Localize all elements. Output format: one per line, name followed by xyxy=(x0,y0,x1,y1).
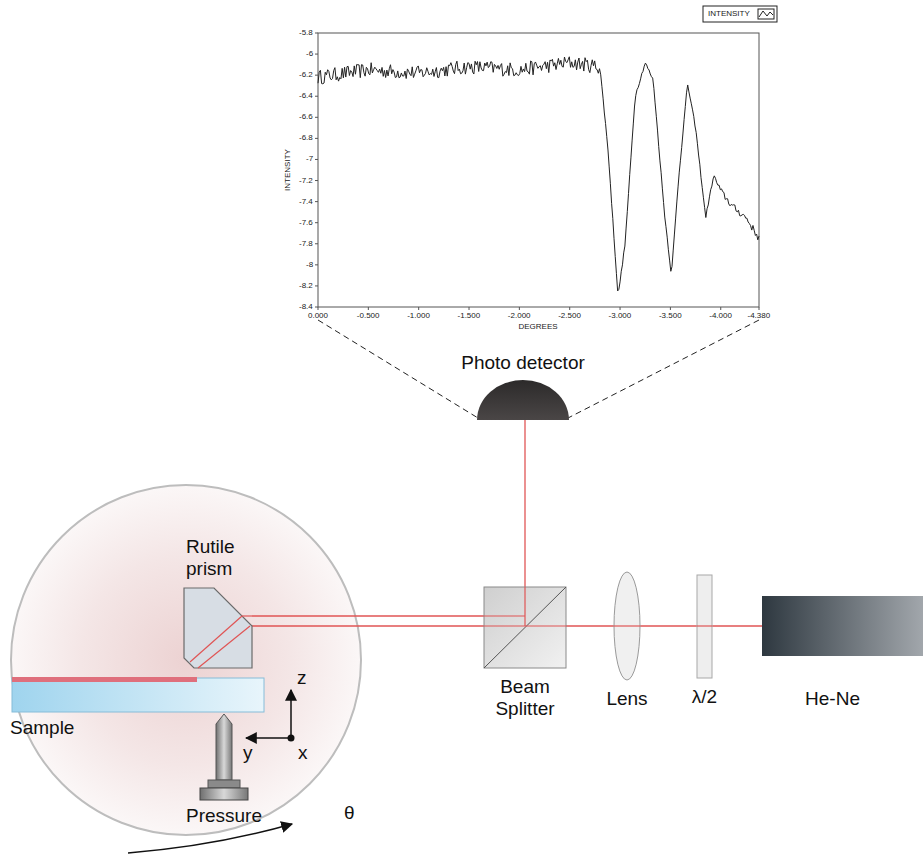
axis-tick-label: -6.8 xyxy=(299,134,313,142)
axis-tick-label: -4.380 xyxy=(748,312,771,320)
half-wave-plate-shape xyxy=(697,575,712,678)
legend-text: INTENSITY xyxy=(708,10,750,18)
axis-tick-label: -7.2 xyxy=(299,177,313,185)
axis-tick-label: -7 xyxy=(306,155,313,163)
axis-tick-label: -7.8 xyxy=(299,240,313,248)
sample-slab: Sample xyxy=(12,678,264,712)
axis-tick-label: -2.500 xyxy=(558,312,581,320)
lens: Lens xyxy=(614,572,640,680)
legend-box xyxy=(703,6,777,22)
axis-tick-label: -6.4 xyxy=(299,92,313,100)
axis-tick-label: -7.6 xyxy=(299,219,313,227)
axis-tick-label: -8.2 xyxy=(299,282,313,290)
laser-beam xyxy=(640,625,697,626)
axis-tick-label: -6.6 xyxy=(299,113,313,121)
axis-tick-label: -8 xyxy=(306,261,313,269)
axis-tick-label: -1.000 xyxy=(407,312,430,320)
axis-tick-label: -8.4 xyxy=(299,303,313,311)
tick-mark xyxy=(315,264,318,265)
axis-label: z xyxy=(297,668,307,687)
laser-beam xyxy=(566,625,614,626)
tick-mark xyxy=(469,307,470,310)
component-label: λ/2 xyxy=(692,686,717,708)
tick-mark xyxy=(569,307,570,310)
axis-tick-label: -6.2 xyxy=(299,71,313,79)
laser-shape xyxy=(762,596,923,656)
axis-tick-label: -3.000 xyxy=(609,312,632,320)
tick-mark xyxy=(318,307,319,310)
rutile-prism-shape xyxy=(184,588,252,668)
axis-tick-label: -7.4 xyxy=(299,198,313,206)
tick-mark xyxy=(315,159,318,160)
tick-mark xyxy=(315,180,318,181)
tick-mark xyxy=(519,307,520,310)
beam-splitter-shape xyxy=(484,587,566,668)
rotation-stage xyxy=(11,485,361,835)
component-label: He-Ne xyxy=(805,688,860,710)
laser-beam xyxy=(252,615,484,616)
tick-mark xyxy=(315,54,318,55)
tick-mark xyxy=(315,117,318,118)
beam-splitter: Beam Splitter xyxy=(484,587,566,668)
axis-title: INTENSITY xyxy=(284,149,292,191)
tick-mark xyxy=(315,285,318,286)
component-label: Rutile prism xyxy=(186,536,248,580)
rotation-arrow xyxy=(128,824,292,853)
tick-mark xyxy=(720,307,721,310)
component-label: Beam Splitter xyxy=(483,676,567,720)
pressure-pin-shape xyxy=(200,714,248,800)
zoom-line xyxy=(318,320,478,418)
half-wave-plate: λ/2 xyxy=(697,575,712,678)
axis-tick-label: 0.000 xyxy=(308,312,328,320)
laser: He-Ne xyxy=(762,596,923,656)
angle-label: θ xyxy=(344,803,355,822)
tick-mark xyxy=(315,222,318,223)
tick-mark xyxy=(315,33,318,34)
axis-tick-label: -1.500 xyxy=(458,312,481,320)
rutile-prism: Rutile prism xyxy=(184,588,252,668)
laser-beam xyxy=(712,625,762,626)
axis-label: x xyxy=(298,743,308,762)
legend-sample-line xyxy=(759,11,773,17)
axis-tick-label: -0.500 xyxy=(357,312,380,320)
tick-mark xyxy=(315,96,318,97)
component-label: Lens xyxy=(606,688,647,710)
laser-beam xyxy=(252,625,484,626)
component-label: Sample xyxy=(10,717,74,739)
sample-slab-shape xyxy=(12,678,264,712)
axis-label: y xyxy=(243,743,253,762)
component-label: Pressure xyxy=(186,805,262,827)
tick-mark xyxy=(315,138,318,139)
tick-mark xyxy=(315,201,318,202)
axis-tick-label: -4.000 xyxy=(709,312,732,320)
plot-frame xyxy=(318,33,759,307)
component-label: Photo detector xyxy=(461,352,585,374)
pressure-pin: Pressure xyxy=(200,714,248,800)
legend-sample xyxy=(758,9,774,19)
tick-mark xyxy=(759,307,760,310)
photo-detector-shape xyxy=(477,380,569,420)
zoom-line xyxy=(568,320,759,418)
tick-mark xyxy=(368,307,369,310)
intensity-curve xyxy=(318,57,759,291)
axis-tick-label: -3.500 xyxy=(659,312,682,320)
axis-tick-label: -2.000 xyxy=(508,312,531,320)
tick-mark xyxy=(315,243,318,244)
tick-mark xyxy=(418,307,419,310)
axis-tick-label: -5.8 xyxy=(299,29,313,37)
tick-marks xyxy=(315,33,759,310)
photo-detector: Photo detector xyxy=(477,380,569,420)
axis-tick-label: -6 xyxy=(306,50,313,58)
tick-mark xyxy=(620,307,621,310)
tick-mark xyxy=(670,307,671,310)
tick-mark xyxy=(315,75,318,76)
laser-beam xyxy=(524,420,525,587)
axis-title: DEGREES xyxy=(519,323,558,331)
lens-shape xyxy=(614,572,640,680)
